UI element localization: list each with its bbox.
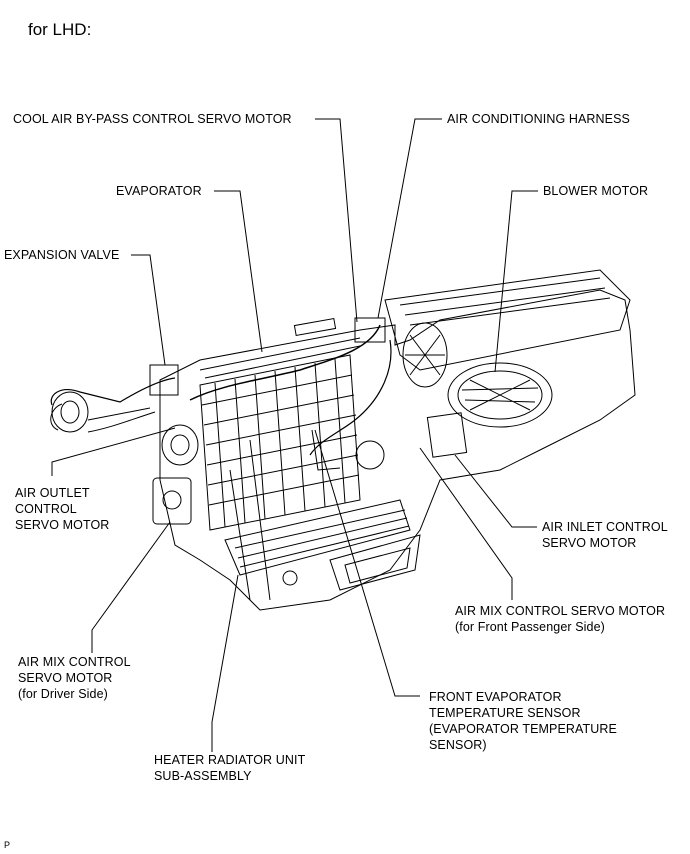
label-heater-radiator-unit: HEATER RADIATOR UNIT SUB-ASSEMBLY [154,753,306,783]
label-air-conditioning-harness: AIR CONDITIONING HARNESS [447,112,630,126]
leader-cool-air-bypass [315,118,358,323]
leader-expansion-valve [131,254,166,366]
hvac-assembly [50,269,636,611]
figure-code-mark: P [4,840,11,850]
leader-air-inlet [454,454,537,528]
label-expansion-valve: EXPANSION VALVE [4,248,120,262]
leader-heater-radiator [211,574,239,752]
label-air-mix-control-servo-motor-driver: AIR MIX CONTROL SERVO MOTOR (for Driver … [18,655,131,701]
leader-air-outlet [51,427,176,476]
label-blower-motor: BLOWER MOTOR [543,184,649,198]
leader-evaporator [214,190,263,353]
leader-ac-harness [377,118,442,319]
leader-blower-motor [494,190,538,373]
label-air-outlet-control-servo-motor: AIR OUTLET CONTROL SERVO MOTOR [15,486,110,532]
label-air-mix-control-servo-motor-passenger: AIR MIX CONTROL SERVO MOTOR (for Front P… [455,604,666,634]
label-front-evaporator-temperature-sensor: FRONT EVAPORATOR TEMPERATURE SENSOR (EVA… [429,690,617,752]
diagram-heading: for LHD: [28,20,92,39]
label-air-inlet-control-servo-motor: AIR INLET CONTROL SERVO MOTOR [542,520,668,550]
leader-air-mix-driver [91,521,171,653]
label-evaporator: EVAPORATOR [116,184,202,198]
leader-front-evap-sensor [314,429,420,697]
label-cool-air-bypass-servo-motor: COOL AIR BY-PASS CONTROL SERVO MOTOR [13,112,292,126]
leader-air-mix-passenger [419,447,513,600]
